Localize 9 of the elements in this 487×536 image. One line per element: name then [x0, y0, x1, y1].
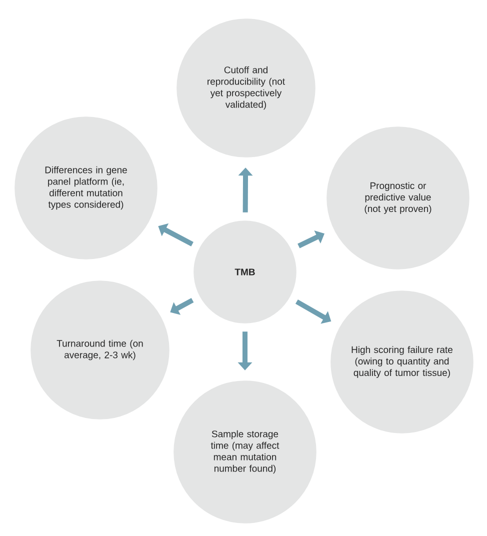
circle-node: Prognostic or predictive value (not yet proven)	[325, 125, 471, 271]
arrow	[298, 230, 324, 248]
circle-node: Differences in gene panel platform (ie, different mutation types considered)	[13, 115, 159, 261]
circle-node: TMB	[192, 219, 298, 325]
arrow	[170, 298, 194, 315]
circle-node: High scoring failure rate (owing to quantity and quality of tumor tissue)	[329, 289, 475, 435]
circle-node: Cutoff and reproducibility (not yet prospectively validated)	[175, 17, 317, 159]
circle-node: Sample storage time (may affect mean mutation number found)	[172, 379, 318, 525]
circle-node: Turnaround time (on average, 2-3 wk)	[29, 279, 171, 421]
